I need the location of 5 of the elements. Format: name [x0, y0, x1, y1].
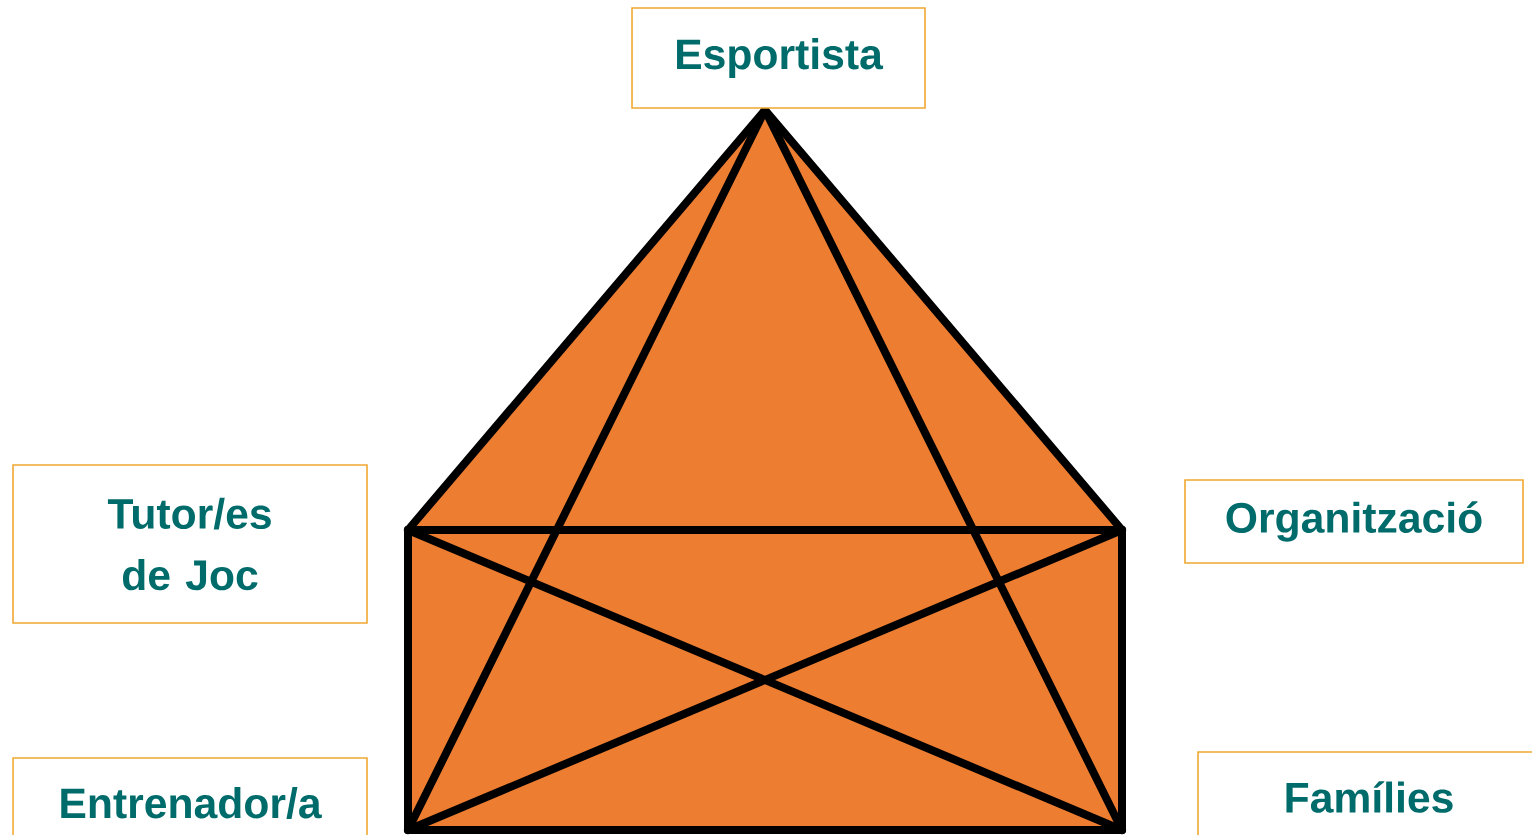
label-box: Tutor/es de Joc — [12, 464, 368, 624]
label-box: Famílies — [1197, 751, 1532, 835]
label-box: Entrenador/a — [12, 757, 368, 835]
label-box: Esportista — [631, 7, 926, 109]
label-box: Organització — [1184, 479, 1524, 564]
